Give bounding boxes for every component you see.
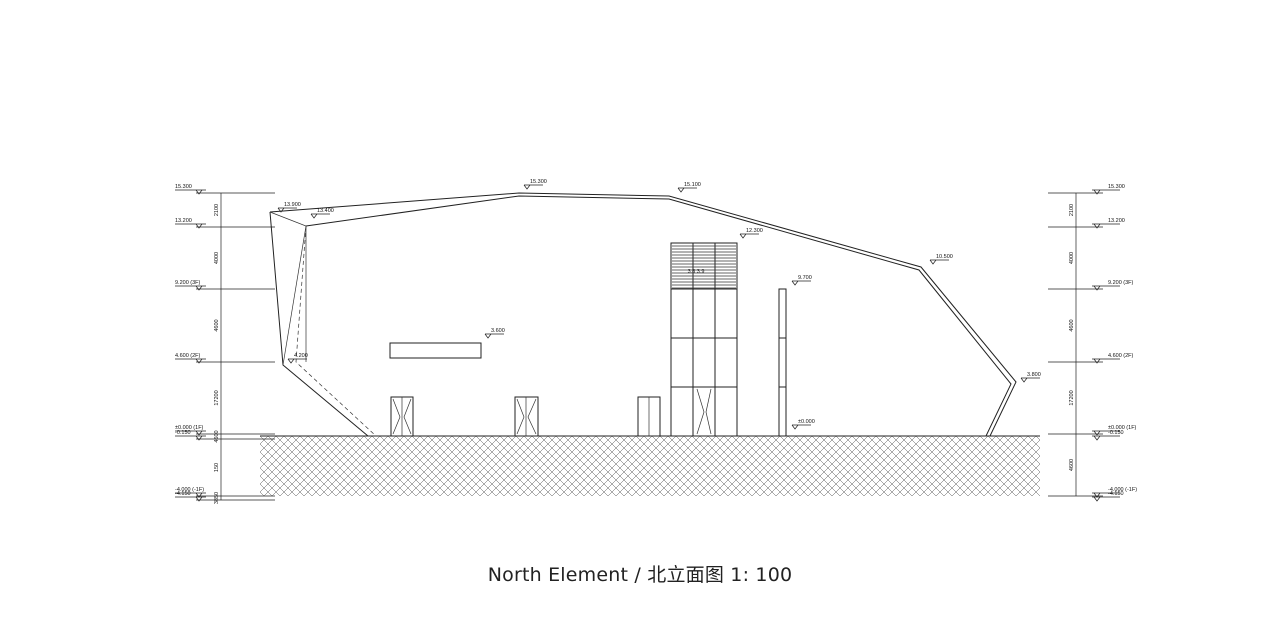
facade-mark-label: 15.300 (530, 179, 547, 185)
level-triangle (1093, 492, 1101, 498)
dimension-label: 4000 (1067, 0, 1079, 2)
dimension-label: 17200 (1069, 390, 1075, 405)
level-label: 9.200 (3F) (175, 280, 201, 286)
dimension-label: 4600 (1069, 459, 1075, 471)
level-label: -4.150 (175, 491, 191, 497)
dimension-label: 4000 (214, 252, 220, 264)
door-1 (390, 396, 414, 437)
facade-mark-label: 9.700 (798, 275, 812, 281)
door-3 (637, 396, 661, 437)
left-dimension-chain: 2100 4000 4600 17200 4600 150 3850 150 (196, 0, 275, 504)
facade-mark-label: ±0.000 (798, 419, 815, 425)
facade-mark-label: 12.300 (746, 228, 763, 234)
door-2 (514, 396, 539, 437)
facade-mark-label: 15.100 (684, 182, 701, 188)
right-dimension-chain: 2100 4000 4600 17200 4600 4000 (1048, 0, 1103, 497)
level-label: 13.200 (175, 218, 192, 224)
curtain-wall-tower: 3.8 3.9 (670, 242, 738, 437)
level-label: 15.300 (1108, 184, 1125, 190)
dimension-label: 4600 (214, 319, 220, 331)
narrow-window (778, 288, 787, 437)
dimension-label: 3850 (214, 492, 220, 504)
facade-mark-label: 10.500 (936, 254, 953, 260)
level-label: -4.000 (-1F) (1108, 487, 1137, 493)
dimension-label: 2100 (214, 204, 220, 216)
level-triangle (195, 358, 203, 364)
level-label: ±0.000 (1F) (1108, 425, 1137, 431)
dimension-label: 17200 (214, 390, 220, 405)
dimension-label: 150 (213, 0, 222, 2)
level-label: -4.150 (1108, 491, 1124, 497)
facade-mark-label: 3.600 (491, 328, 505, 334)
facade-mark-label: 4.200 (294, 353, 308, 359)
level-label: -4.000 (-1F) (175, 487, 204, 493)
level-triangle (195, 223, 203, 229)
tower-label: 3.8 3.9 (688, 269, 705, 275)
level-triangle (1093, 435, 1101, 441)
level-triangle (1093, 430, 1101, 436)
facade-mark-label: 13.900 (284, 202, 301, 208)
level-triangle (1093, 189, 1101, 195)
high-window (389, 342, 482, 359)
level-label: 9.200 (3F) (1108, 280, 1134, 286)
level-label: -0.150 (175, 430, 191, 436)
level-triangle (1093, 496, 1101, 502)
level-triangle (195, 285, 203, 291)
facade-mark-label: 13.400 (317, 208, 334, 214)
level-triangle (1093, 358, 1101, 364)
level-triangle (195, 430, 203, 436)
dimension-label: 4600 (1069, 319, 1075, 331)
right-level-markers: 15.300 13.200 9.200 (3F) 4.600 (2F) ±0.000 (… (1092, 184, 1137, 502)
level-triangle (1093, 223, 1101, 229)
building-outline (269, 192, 1017, 437)
level-triangle (1093, 285, 1101, 291)
ground-hatch (260, 436, 1040, 496)
level-triangle (195, 435, 203, 441)
level-triangle (195, 189, 203, 195)
left-level-markers: 15.300 13.200 9.200 (3F) 4.600 (2F) ±0.000 (… (175, 184, 206, 502)
level-label: 4.600 (2F) (175, 353, 201, 359)
level-triangle (195, 496, 203, 502)
level-label: 15.300 (175, 184, 192, 190)
facade-elevation-marks: 13.900 13.400 15.300 15.100 12.300 10.500 9.70… (277, 179, 1041, 430)
level-label: 13.200 (1108, 218, 1125, 224)
level-label: 4.600 (2F) (1108, 353, 1134, 359)
drawing-caption: North Element / 北立面图 1: 100 (487, 564, 793, 586)
level-label: ±0.000 (1F) (175, 425, 204, 431)
dimension-label: 2100 (1069, 204, 1075, 216)
level-label: -0.150 (1108, 430, 1124, 436)
facade-mark-label: 3.800 (1027, 372, 1041, 378)
level-triangle (195, 492, 203, 498)
dimension-label: 150 (214, 463, 220, 472)
dimension-label: 4600 (214, 430, 220, 442)
dimension-label: 4000 (1069, 252, 1075, 264)
